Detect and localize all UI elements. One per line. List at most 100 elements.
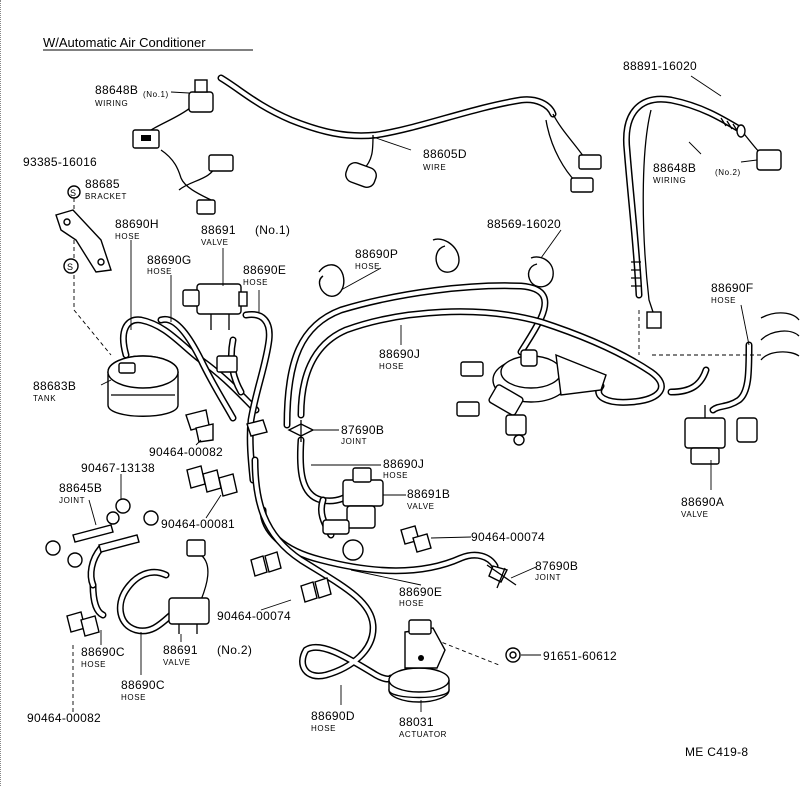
label-88691B: 88691B VALVE bbox=[407, 487, 450, 511]
part-number: 88605D bbox=[423, 147, 467, 161]
clamp-90464-00074-left bbox=[250, 551, 332, 603]
connector-88605D-right bbox=[570, 154, 602, 193]
part-name: VALVE bbox=[163, 658, 191, 667]
part-name: BRACKET bbox=[85, 192, 127, 201]
part-name: WIRING bbox=[653, 176, 686, 185]
part-name: VALVE bbox=[201, 238, 229, 247]
actuator-88031 bbox=[388, 619, 450, 703]
part-number: 90464-00081 bbox=[161, 517, 235, 531]
label-88690A: 88690A VALVE bbox=[681, 495, 724, 519]
label-88690E-top: 88690E HOSE bbox=[243, 263, 286, 287]
clamp-90464-00074-right bbox=[400, 525, 432, 553]
label-88690C-right: 88690C HOSE bbox=[121, 678, 165, 702]
joint-cross-left bbox=[246, 419, 268, 437]
part-number: 88690H bbox=[115, 217, 159, 231]
part-number: 88648B bbox=[653, 161, 696, 175]
part-number: 88690C bbox=[121, 678, 165, 692]
part-name: HOSE bbox=[379, 362, 404, 371]
label-88690E-bottom: 88690E HOSE bbox=[399, 585, 442, 608]
label-88690J-mid: 88690J HOSE bbox=[383, 457, 424, 480]
joint-88645B bbox=[72, 524, 140, 553]
part-number: 88690E bbox=[399, 585, 442, 599]
figure-code: ME C419-8 bbox=[685, 745, 748, 759]
hose-88690D bbox=[251, 456, 395, 683]
connector-diaphragm-left bbox=[456, 361, 484, 417]
part-name: HOSE bbox=[355, 262, 380, 271]
valve-88691-no1 bbox=[182, 283, 248, 373]
part-name: ACTUATOR bbox=[399, 730, 447, 739]
bracket-88685 bbox=[55, 209, 112, 273]
hose-88690H bbox=[119, 316, 260, 414]
label-88685: 88685 BRACKET bbox=[85, 177, 127, 201]
label-88031: 88031 ACTUATOR bbox=[399, 715, 447, 739]
label-88648B-no1: 88648B (No.1) WIRING bbox=[95, 83, 168, 108]
label-90464-00074-right: 90464-00074 bbox=[471, 530, 545, 544]
part-number: 88648B bbox=[95, 83, 138, 97]
bolt-93385-15012: S bbox=[63, 258, 79, 274]
part-number: 87690B bbox=[341, 423, 384, 437]
label-88690C-left: 88690C HOSE bbox=[81, 645, 125, 669]
part-number: 88683B bbox=[33, 379, 76, 393]
part-number: 90464-00082 bbox=[27, 711, 101, 725]
part-number: 88690J bbox=[383, 457, 424, 471]
connector-88648B-no2 bbox=[646, 149, 782, 329]
part-number: 88691 bbox=[201, 223, 236, 237]
label-87690B-upper: 87690B JOINT bbox=[341, 423, 384, 446]
hose-88891-16020 bbox=[622, 95, 745, 299]
part-number: 88569-16020 bbox=[487, 217, 561, 231]
svg-text:S: S bbox=[70, 188, 76, 198]
tank-88683B bbox=[107, 355, 179, 417]
part-number: 88031 bbox=[399, 715, 434, 729]
part-number: 88690P bbox=[355, 247, 398, 261]
part-name: HOSE bbox=[383, 471, 408, 480]
part-number: 88691B bbox=[407, 487, 450, 501]
part-name: HOSE bbox=[81, 660, 106, 669]
valve-88691B bbox=[322, 467, 384, 561]
hose-88690C-right bbox=[116, 568, 175, 635]
part-name: HOSE bbox=[147, 267, 172, 276]
joint-87690B-upper bbox=[287, 420, 315, 442]
clamp-90464-00082-top bbox=[185, 409, 214, 443]
hose-88690G bbox=[157, 315, 237, 422]
part-number: 88690J bbox=[379, 347, 420, 361]
part-number: 90464-00074 bbox=[471, 530, 545, 544]
hose-88891-coil-end bbox=[631, 117, 746, 287]
part-name: HOSE bbox=[711, 296, 736, 305]
clamp-90464-00082-bottom bbox=[66, 611, 100, 637]
label-88648B-no2: 88648B (No.2) WIRING bbox=[653, 161, 740, 185]
hose-88690F bbox=[667, 341, 753, 414]
blower-housing-edge bbox=[760, 312, 800, 361]
part-number: 90464-00074 bbox=[217, 609, 291, 623]
wiring-88605D-branches bbox=[362, 113, 587, 183]
part-number: 93385-16016 bbox=[23, 155, 97, 169]
part-name: HOSE bbox=[115, 232, 140, 241]
hose-88605D-wire bbox=[217, 74, 557, 140]
label-88691-no1: 88691 (No.1) VALVE bbox=[201, 223, 290, 247]
part-name: HOSE bbox=[243, 278, 268, 287]
valve-88691-no2 bbox=[168, 539, 210, 634]
label-88690D: 88690D HOSE bbox=[311, 709, 355, 733]
part-number: 88690E bbox=[243, 263, 286, 277]
part-number: 88690C bbox=[81, 645, 125, 659]
part-name: JOINT bbox=[535, 573, 561, 582]
label-91651-60612: 91651-60612 bbox=[543, 649, 617, 663]
label-88690H: 88690H HOSE bbox=[115, 217, 159, 241]
bolt-93385-16016: S bbox=[67, 185, 81, 199]
part-number: 88690A bbox=[681, 495, 724, 509]
part-number: 88690G bbox=[147, 253, 192, 267]
part-number: 90464-00082 bbox=[149, 445, 223, 459]
clamp-90467-13138 bbox=[45, 498, 159, 568]
part-name: VALVE bbox=[407, 502, 435, 511]
part-name: WIRING bbox=[95, 99, 128, 108]
label-90464-00074-left: 90464-00074 bbox=[217, 609, 291, 623]
label-90467-13138: 90467-13138 bbox=[81, 461, 155, 475]
clip-88569-b bbox=[527, 256, 554, 288]
part-number: 88690F bbox=[711, 281, 754, 295]
label-90464-00081: 90464-00081 bbox=[161, 517, 235, 531]
part-qualifier: (No.2) bbox=[217, 643, 252, 657]
hose-88690J-top bbox=[297, 308, 665, 419]
part-name: HOSE bbox=[399, 599, 424, 608]
part-number: 91651-60612 bbox=[543, 649, 617, 663]
clip-top-left bbox=[318, 264, 345, 297]
connector-88648B-no1-left bbox=[132, 129, 160, 149]
